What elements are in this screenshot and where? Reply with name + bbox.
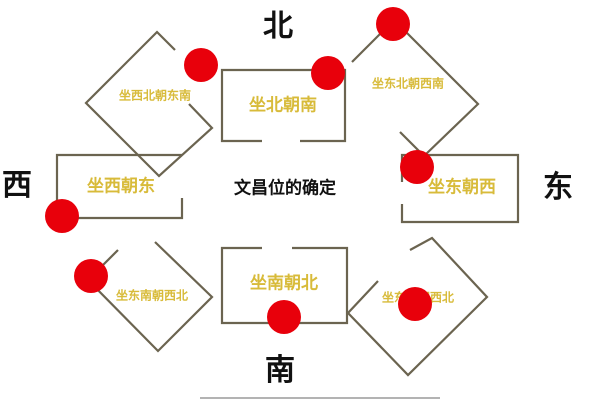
marker-northeast bbox=[376, 7, 410, 41]
room-east-label: 坐东朝西 bbox=[428, 177, 496, 198]
room-southeast-outline bbox=[346, 236, 489, 377]
marker-east bbox=[400, 150, 434, 184]
marker-north bbox=[311, 56, 345, 90]
direction-south: 南 bbox=[265, 353, 295, 388]
direction-west: 西 bbox=[2, 168, 32, 203]
room-northeast: 坐东北朝西南 bbox=[351, 18, 480, 158]
marker-southeast bbox=[398, 287, 432, 321]
room-northeast-label: 坐东北朝西南 bbox=[372, 76, 444, 91]
room-northwest-outline bbox=[84, 30, 214, 178]
room-north-outline bbox=[220, 68, 347, 143]
room-northwest: 坐西北朝东南 bbox=[84, 30, 214, 178]
room-southwest: 坐东南朝西北 bbox=[86, 241, 214, 353]
room-southwest-label: 坐东南朝西北 bbox=[116, 288, 188, 303]
room-northwest-label: 坐西北朝东南 bbox=[119, 88, 191, 103]
marker-southwest bbox=[74, 259, 108, 293]
marker-northwest bbox=[184, 48, 218, 82]
room-north-label: 坐北朝南 bbox=[249, 95, 317, 116]
direction-east: 东 bbox=[543, 170, 573, 205]
room-west-label: 坐西朝东 bbox=[87, 176, 155, 197]
direction-north: 北 bbox=[263, 9, 293, 44]
room-south-label: 坐南朝北 bbox=[250, 273, 318, 294]
marker-south bbox=[267, 300, 301, 334]
center-label: 文昌位的确定 bbox=[234, 178, 336, 199]
marker-west bbox=[45, 199, 79, 233]
room-north: 坐北朝南 bbox=[220, 68, 347, 143]
